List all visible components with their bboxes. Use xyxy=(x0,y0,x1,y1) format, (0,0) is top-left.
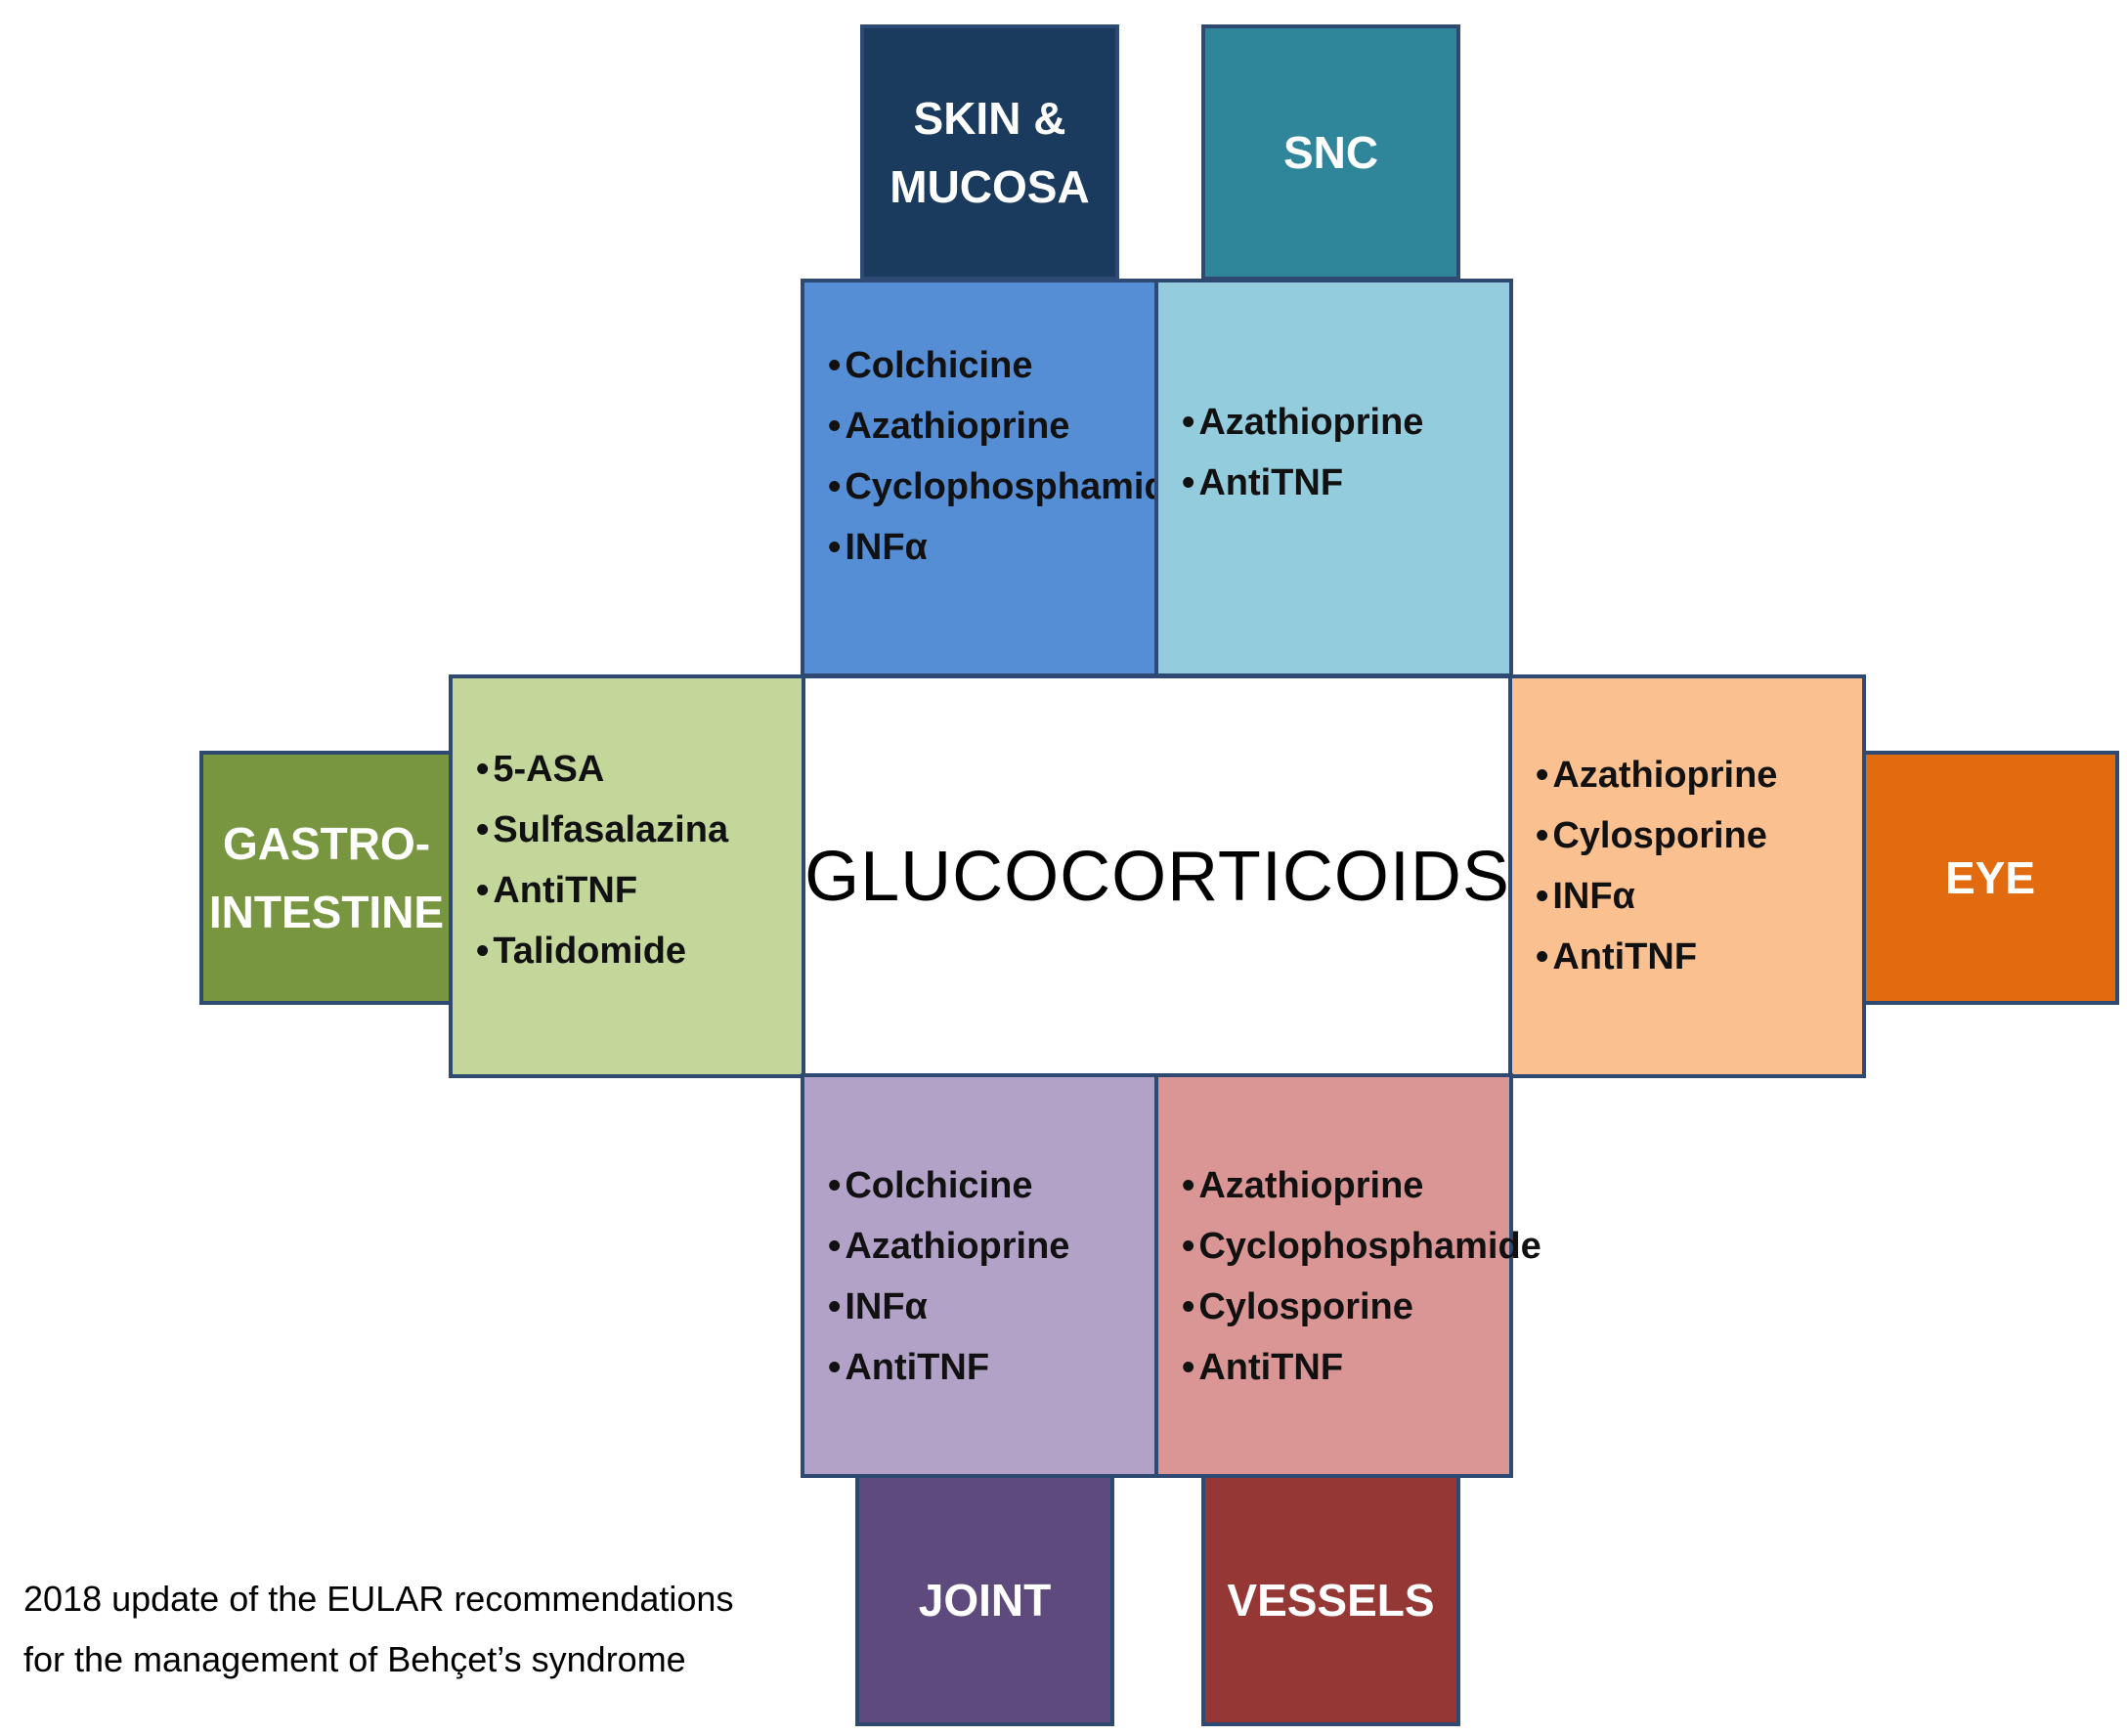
eye-box: EYE xyxy=(1861,751,2119,1005)
gastro-treatment-list: 5-ASA Sulfasalazina AntiTNF Talidomide xyxy=(476,739,728,981)
list-item: 5-ASA xyxy=(476,739,728,800)
list-item: AntiTNF xyxy=(476,860,728,921)
list-item: Cylosporine xyxy=(1182,1277,1541,1337)
eye-treatment-list: Azathioprine Cylosporine INFα AntiTNF xyxy=(1536,745,1777,987)
joint-box: JOINT xyxy=(855,1474,1114,1726)
snc-treatment-box: Azathioprine AntiTNF xyxy=(1154,279,1513,677)
skin-mucosa-label-line1: SKIN & xyxy=(913,93,1066,144)
snc-label: SNC xyxy=(1282,127,1379,178)
eye-treatment-box: Azathioprine Cylosporine INFα AntiTNF xyxy=(1508,674,1866,1078)
joint-treatment-box: Colchicine Azathioprine INFα AntiTNF xyxy=(801,1073,1158,1478)
skin-treatment-list: Colchicine Azathioprine Cyclophosphamide… xyxy=(828,335,1188,578)
gastro-intestine-box: GASTRO- INTESTINE xyxy=(199,751,454,1005)
gastro-treatment-box: 5-ASA Sulfasalazina AntiTNF Talidomide xyxy=(449,674,806,1078)
vessels-box: VESSELS xyxy=(1201,1474,1460,1726)
caption-line1: 2018 update of the EULAR recommendations xyxy=(23,1579,734,1619)
caption-line2: for the management of Behçet’s syndrome xyxy=(23,1639,686,1679)
joint-label: JOINT xyxy=(918,1575,1052,1626)
list-item: AntiTNF xyxy=(1536,927,1777,987)
joint-treatment-list: Colchicine Azathioprine INFα AntiTNF xyxy=(828,1155,1069,1398)
list-item: Azathioprine xyxy=(828,1216,1069,1277)
vessels-label: VESSELS xyxy=(1227,1575,1435,1626)
list-item: Cyclophosphamide xyxy=(828,456,1188,517)
list-item: Azathioprine xyxy=(828,396,1188,456)
list-item: Talidomide xyxy=(476,921,728,981)
skin-mucosa-label-line2: MUCOSA xyxy=(890,161,1090,212)
list-item: Cyclophosphamide xyxy=(1182,1216,1541,1277)
list-item: Azathioprine xyxy=(1182,392,1423,453)
skin-mucosa-box: SKIN & MUCOSA xyxy=(860,24,1119,281)
list-item: INFα xyxy=(828,517,1188,578)
list-item: INFα xyxy=(1536,866,1777,927)
vessels-treatment-list: Azathioprine Cyclophosphamide Cylosporin… xyxy=(1182,1155,1541,1398)
list-item: AntiTNF xyxy=(1182,1337,1541,1398)
snc-box: SNC xyxy=(1201,24,1460,281)
list-item: AntiTNF xyxy=(1182,453,1423,513)
list-item: Sulfasalazina xyxy=(476,800,728,860)
gastro-label-line2: INTESTINE xyxy=(208,887,445,937)
glucocorticoids-center-box: GLUCOCORTICOIDS xyxy=(802,674,1513,1078)
skin-treatment-box: Colchicine Azathioprine Cyclophosphamide… xyxy=(801,279,1188,677)
eye-label: EYE xyxy=(1944,852,2036,903)
list-item: AntiTNF xyxy=(828,1337,1069,1398)
list-item: Azathioprine xyxy=(1182,1155,1541,1216)
glucocorticoids-label: GLUCOCORTICOIDS xyxy=(804,837,1510,916)
figure-caption: 2018 update of the EULAR recommendations… xyxy=(23,1569,733,1690)
list-item: Colchicine xyxy=(828,1155,1069,1216)
list-item: INFα xyxy=(828,1277,1069,1337)
list-item: Azathioprine xyxy=(1536,745,1777,805)
list-item: Cylosporine xyxy=(1536,805,1777,866)
gastro-label-line1: GASTRO- xyxy=(222,818,431,869)
list-item: Colchicine xyxy=(828,335,1188,396)
snc-treatment-list: Azathioprine AntiTNF xyxy=(1182,392,1423,513)
vessels-treatment-box: Azathioprine Cyclophosphamide Cylosporin… xyxy=(1154,1073,1541,1478)
